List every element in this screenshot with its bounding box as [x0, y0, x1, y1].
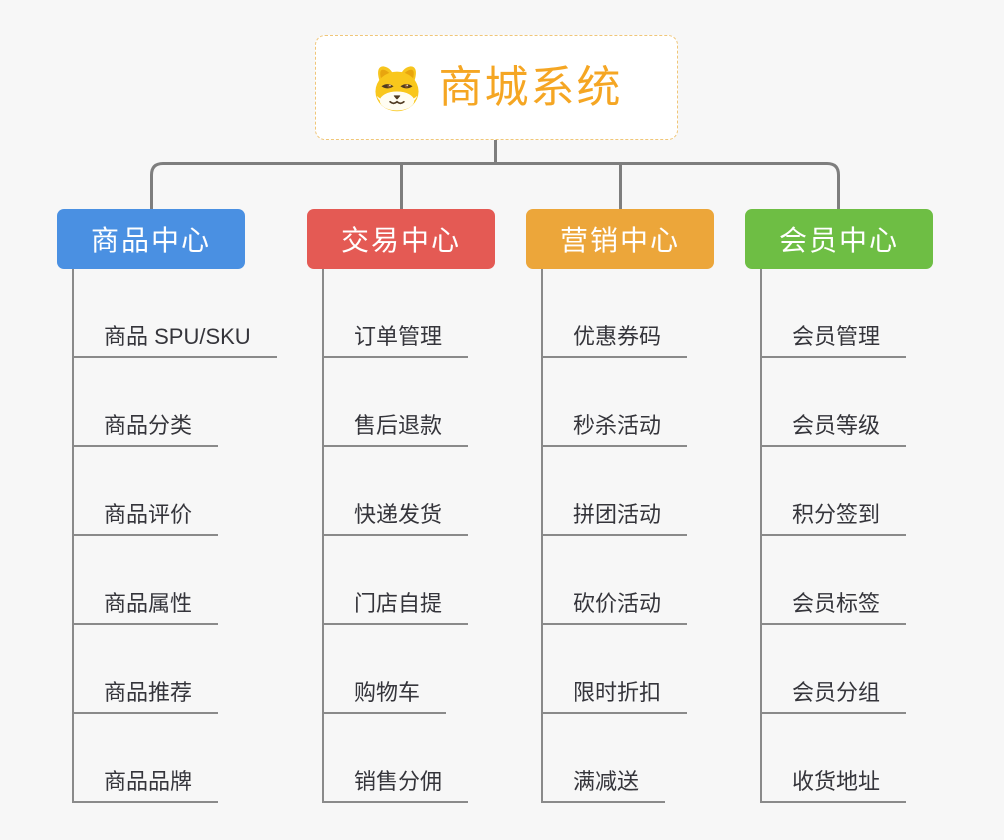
branch-rail-line	[150, 162, 840, 209]
leaf-node[interactable]: 商品品牌	[72, 769, 219, 803]
leaf-node[interactable]: 会员标签	[760, 591, 907, 625]
leaf-node[interactable]: 会员管理	[760, 324, 907, 358]
leaf-node[interactable]: 收货地址	[760, 769, 907, 803]
root-node[interactable]: 商城系统	[315, 35, 678, 140]
branch-node-trade[interactable]: 交易中心	[307, 209, 495, 269]
leaf-node[interactable]: 门店自提	[322, 591, 469, 625]
leaf-list: 会员管理 会员等级 积分签到 会员标签 会员分组 收货地址	[760, 269, 907, 803]
leaf-node[interactable]: 商品属性	[72, 591, 219, 625]
leaf-list: 商品 SPU/SKU 商品分类 商品评价 商品属性 商品推荐 商品品牌	[72, 269, 277, 803]
leaf-node[interactable]: 会员等级	[760, 413, 907, 447]
leaf-node[interactable]: 销售分佣	[322, 769, 469, 803]
leaf-list: 订单管理 售后退款 快递发货 门店自提 购物车 销售分佣	[322, 269, 469, 803]
leaf-node[interactable]: 会员分组	[760, 680, 907, 714]
branch-node-products[interactable]: 商品中心	[57, 209, 245, 269]
leaf-node[interactable]: 拼团活动	[541, 502, 688, 536]
leaf-node[interactable]: 商品 SPU/SKU	[72, 324, 277, 358]
leaf-node[interactable]: 积分签到	[760, 502, 907, 536]
leaf-list: 优惠券码 秒杀活动 拼团活动 砍价活动 限时折扣 满减送	[541, 269, 688, 803]
branch-column-marketing: 营销中心 优惠券码 秒杀活动 拼团活动 砍价活动 限时折扣 满减送	[526, 209, 714, 803]
leaf-node[interactable]: 售后退款	[322, 413, 469, 447]
leaf-node[interactable]: 限时折扣	[541, 680, 688, 714]
shiba-dog-icon	[371, 63, 423, 113]
leaf-node[interactable]: 优惠券码	[541, 324, 688, 358]
branch-column-trade: 交易中心 订单管理 售后退款 快递发货 门店自提 购物车 销售分佣	[307, 209, 495, 803]
leaf-node[interactable]: 砍价活动	[541, 591, 688, 625]
leaf-node[interactable]: 秒杀活动	[541, 413, 688, 447]
leaf-node[interactable]: 购物车	[322, 680, 447, 714]
branch-node-members[interactable]: 会员中心	[745, 209, 933, 269]
branch-column-products: 商品中心 商品 SPU/SKU 商品分类 商品评价 商品属性 商品推荐 商品品牌	[57, 209, 277, 803]
root-title: 商城系统	[438, 62, 623, 112]
leaf-node[interactable]: 商品推荐	[72, 680, 219, 714]
leaf-node[interactable]: 商品分类	[72, 413, 219, 447]
leaf-node[interactable]: 商品评价	[72, 502, 219, 536]
branch-node-marketing[interactable]: 营销中心	[526, 209, 714, 269]
branch-column-members: 会员中心 会员管理 会员等级 积分签到 会员标签 会员分组 收货地址	[745, 209, 933, 803]
leaf-node[interactable]: 订单管理	[322, 324, 469, 358]
leaf-node[interactable]: 满减送	[541, 769, 666, 803]
leaf-node[interactable]: 快递发货	[322, 502, 469, 536]
